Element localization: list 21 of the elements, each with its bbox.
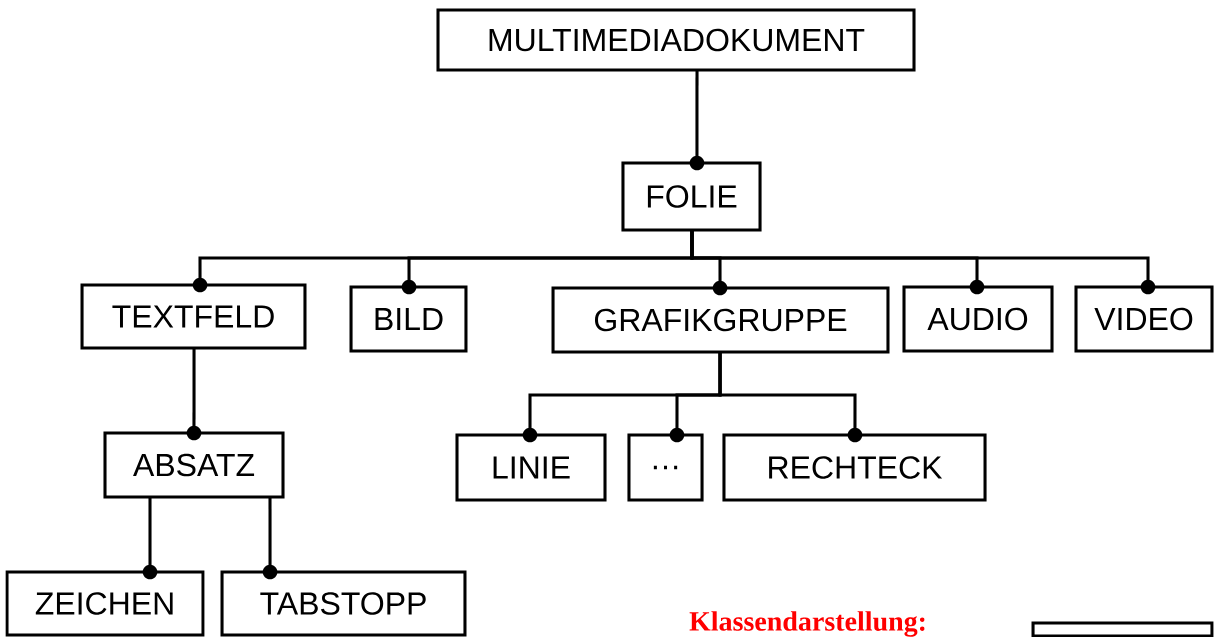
- connector: [690, 229, 1156, 295]
- class-box: FOLIE: [621, 161, 762, 232]
- class-box: GRAFIKGRUPPE: [551, 286, 890, 354]
- class-box: AUDIO: [902, 285, 1054, 353]
- heading: Klassendarstellung:: [689, 611, 925, 637]
- class-box: TABSTOPP: [220, 570, 467, 637]
- class-box: MULTIMEDIADOKUMENT: [436, 8, 916, 72]
- class-box: BILD: [349, 285, 468, 353]
- empty-box: [1031, 621, 1214, 637]
- class-box: …: [627, 433, 704, 502]
- connector: [262, 497, 278, 580]
- class-box: VIDEO: [1074, 285, 1214, 353]
- class-box: ABSATZ: [103, 431, 285, 499]
- class-box: TEXTFELD: [80, 283, 307, 350]
- connector: [689, 70, 705, 171]
- class-box: LINIE: [455, 433, 607, 502]
- class-box: RECHTECK: [722, 433, 987, 502]
- class-box: ZEICHEN: [5, 570, 205, 637]
- connector: [186, 347, 202, 441]
- connector: [142, 497, 158, 580]
- connector: [718, 352, 863, 443]
